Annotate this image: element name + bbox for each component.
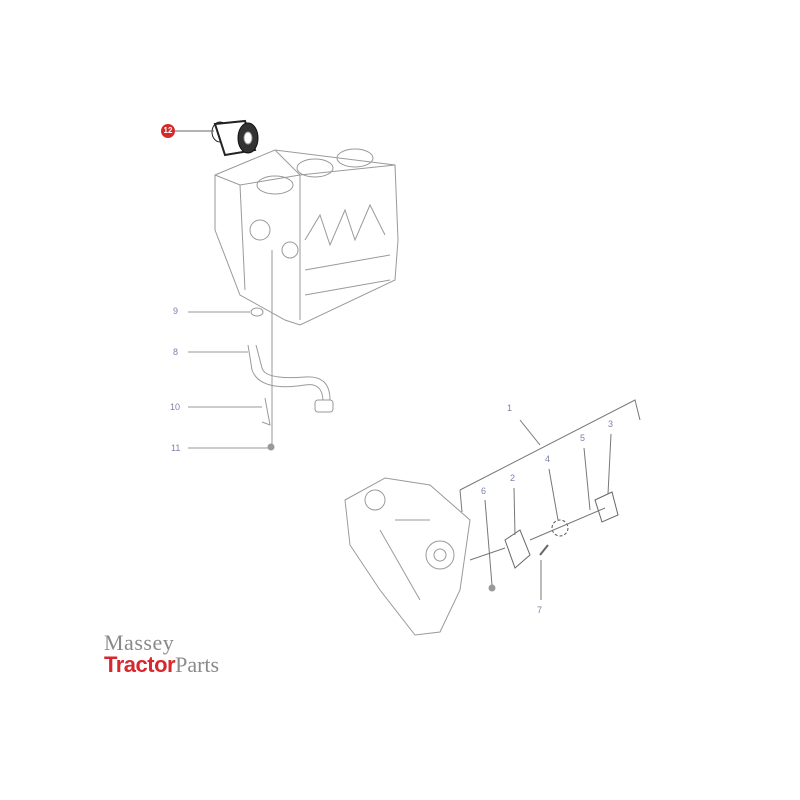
callout-1[interactable]: 1 bbox=[507, 403, 513, 413]
callout-12-highlight[interactable]: 12 bbox=[161, 124, 175, 138]
logo-brand: Tractor bbox=[104, 652, 176, 677]
front-cover bbox=[344, 477, 471, 636]
callout-11[interactable]: 11 bbox=[171, 443, 181, 453]
massey-tractor-parts-logo: Massey TractorParts bbox=[104, 632, 219, 679]
callout-9[interactable]: 9 bbox=[173, 306, 179, 316]
logo-suffix: Parts bbox=[175, 652, 220, 677]
oil-filter bbox=[211, 119, 259, 157]
callout-3[interactable]: 3 bbox=[608, 419, 614, 429]
callout-7[interactable]: 7 bbox=[537, 605, 543, 615]
callout-2[interactable]: 2 bbox=[510, 473, 516, 483]
callout-8[interactable]: 8 bbox=[173, 347, 179, 357]
engine-block bbox=[214, 148, 399, 326]
callout-10[interactable]: 10 bbox=[170, 402, 181, 412]
logo-line1: Massey bbox=[104, 630, 175, 655]
callout-4[interactable]: 4 bbox=[545, 454, 551, 464]
oil-pump-parts bbox=[488, 491, 619, 592]
callout-5[interactable]: 5 bbox=[580, 433, 586, 443]
callout-6[interactable]: 6 bbox=[481, 486, 487, 496]
oil-pickup-tube bbox=[247, 250, 334, 451]
